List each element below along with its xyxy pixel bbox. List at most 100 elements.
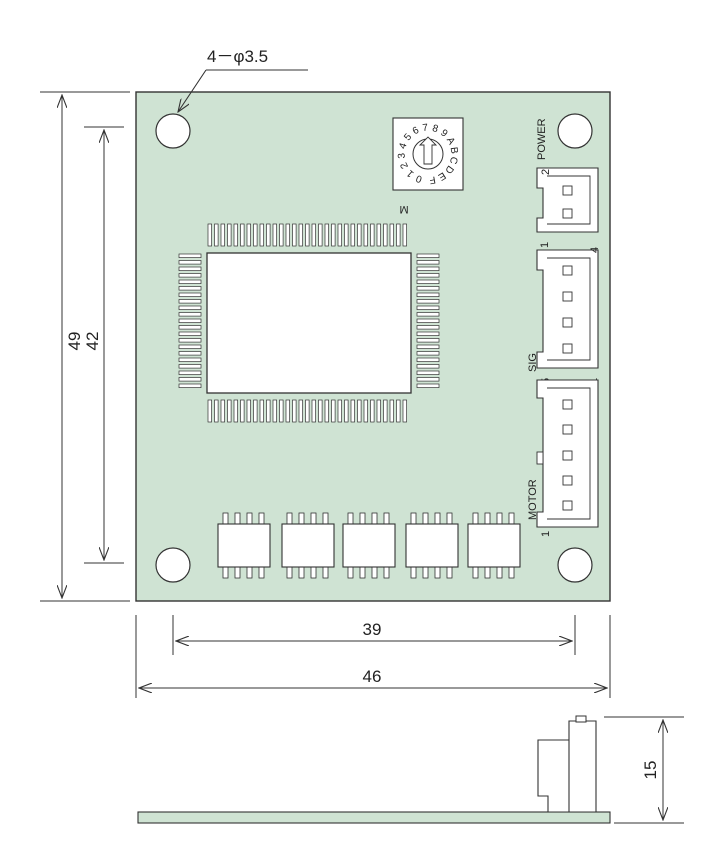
sop-ic-row (217, 512, 521, 579)
dimension-overall-width: 46 (135, 615, 611, 698)
rotary-digit: E (436, 169, 448, 182)
dimension-side-height: 15 (604, 716, 684, 824)
sop-ic-chip (342, 512, 396, 579)
qfp-pin (402, 399, 407, 423)
hole-callout-text: 4－φ3.5 (207, 47, 268, 66)
qfp-pin (246, 399, 251, 423)
dimension-hole-spacing-horizontal: 39 (172, 615, 576, 655)
qfp-pin (416, 279, 440, 284)
qfp-pin (416, 292, 440, 297)
rotary-digit: 5 (402, 131, 414, 143)
qfp-pin (178, 331, 202, 336)
qfp-pin (370, 223, 375, 247)
mounting-hole-bottom-left (155, 547, 191, 583)
power-label: POWER (536, 118, 548, 160)
qfp-pin (311, 399, 316, 423)
qfp-pin (337, 399, 342, 423)
qfp-pin (272, 223, 277, 247)
qfp-pin (178, 312, 202, 317)
qfp-pin (246, 223, 251, 247)
qfp-pin (240, 223, 245, 247)
rotary-digit: 0 (414, 172, 423, 184)
qfp-pin (207, 223, 212, 247)
qfp-pin (383, 399, 388, 423)
qfp-pin (396, 223, 401, 247)
rotary-digit: 9 (438, 128, 450, 140)
qfp-pin (416, 253, 440, 258)
qfp-pin (416, 286, 440, 291)
qfp-pin (279, 223, 284, 247)
qfp-pin (324, 223, 329, 247)
qfp-pin (227, 223, 232, 247)
rotary-digit: A (444, 135, 457, 147)
qfp-pin (272, 399, 277, 423)
qfp-pin (416, 260, 440, 265)
qfp-pin (240, 399, 245, 423)
qfp-pin (178, 273, 202, 278)
sig-pin-4: 4 (589, 247, 601, 253)
qfp-pin (416, 299, 440, 304)
rotary-digit: B (448, 146, 460, 154)
qfp-pin (178, 305, 202, 310)
qfp-pin (178, 364, 202, 369)
qfp-pin (259, 399, 264, 423)
qfp-pin (416, 370, 440, 375)
qfp-pin (285, 223, 290, 247)
sig-label: SIG (527, 353, 539, 372)
qfp-pin (298, 223, 303, 247)
rotary-digit: C (447, 155, 459, 165)
qfp-pin (416, 325, 440, 330)
qfp-pin (416, 273, 440, 278)
qfp-pin (292, 399, 297, 423)
qfp-pin (416, 266, 440, 271)
qfp-pin (337, 223, 342, 247)
qfp-pin (214, 399, 219, 423)
qfp-pin (253, 223, 258, 247)
qfp-pin (376, 399, 381, 423)
qfp-pin (416, 344, 440, 349)
qfp-pin (266, 223, 271, 247)
qfp-pin (416, 338, 440, 343)
qfp-pins-bottom (207, 399, 407, 423)
qfp-pin (178, 377, 202, 382)
qfp-pin (207, 399, 212, 423)
sop-ic-chip (467, 512, 521, 579)
qfp-pin (178, 338, 202, 343)
qfp-pin (305, 399, 310, 423)
qfp-pin (318, 399, 323, 423)
qfp-pins-top (207, 223, 407, 247)
dimension-49-label: 49 (65, 332, 84, 351)
qfp-pin (178, 279, 202, 284)
pcb-side-view: 15 (137, 715, 684, 824)
qfp-pin (292, 223, 297, 247)
qfp-pin (178, 266, 202, 271)
qfp-pin (178, 286, 202, 291)
qfp-pin (370, 399, 375, 423)
qfp-pin (178, 344, 202, 349)
motor-pin-1: 1 (540, 531, 552, 537)
qfp-pin (178, 253, 202, 258)
sop-ic-chip (405, 512, 459, 579)
qfp-pins-right (416, 253, 440, 388)
dimension-overall-height: 49 (40, 91, 130, 602)
qfp-pin (389, 399, 394, 423)
qfp-pin (178, 357, 202, 362)
dimension-hole-spacing-vertical: 42 (83, 126, 124, 564)
qfp-pin (344, 223, 349, 247)
rotary-digit: F (429, 174, 437, 186)
qfp-pin (376, 223, 381, 247)
qfp-pins-left (178, 253, 202, 388)
rotary-digit: 8 (431, 123, 440, 135)
rotary-switch-label: M (399, 203, 408, 215)
qfp-pin (324, 399, 329, 423)
qfp-pin (350, 223, 355, 247)
qfp-pin (220, 223, 225, 247)
dimension-15-label: 15 (641, 761, 660, 780)
qfp-pin (350, 399, 355, 423)
motor-label: MOTOR (527, 479, 539, 520)
qfp-ic-chip (178, 223, 440, 423)
qfp-pin (389, 223, 394, 247)
qfp-pin (178, 383, 202, 388)
